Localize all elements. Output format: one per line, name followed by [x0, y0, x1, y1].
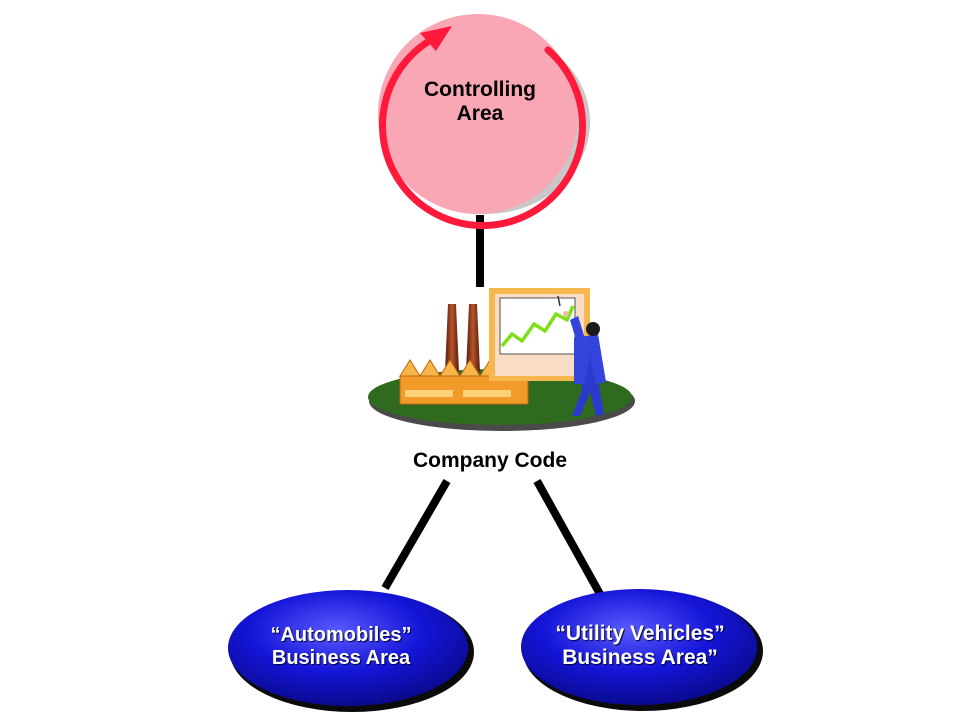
business-area-automobiles-node [228, 590, 474, 712]
business-area-utility-label: “Utility Vehicles” Business Area” [520, 622, 760, 670]
business-area-automobiles-line2: Business Area [271, 647, 411, 669]
controlling-area-label: Controlling Area [380, 78, 580, 126]
controlling-area-node [378, 14, 590, 229]
smokestack [466, 304, 480, 372]
controlling-area-label-line2: Area [456, 102, 504, 126]
chart-board-icon [489, 288, 590, 381]
cycle-arrow-head [420, 26, 452, 51]
connector-company-utility [533, 479, 604, 596]
business-area-utility-node [521, 589, 763, 711]
company-code-label: Company Code [412, 449, 567, 472]
presenter-figure [563, 311, 606, 416]
company-code-illustration [368, 288, 635, 431]
business-area-utility-line1: “Utility Vehicles” [555, 622, 725, 645]
controlling-area-label-line1: Controlling [424, 78, 536, 101]
business-area-automobiles-label: “Automobiles” Business Area [236, 624, 446, 670]
cycle-arrow-ring [379, 32, 586, 229]
trend-line [500, 305, 575, 348]
smokestack [445, 304, 459, 372]
business-area-automobiles-line1: “Automobiles” [270, 624, 412, 646]
business-area-utility-line2: Business Area” [562, 646, 718, 670]
connector-company-automobiles [381, 478, 451, 591]
